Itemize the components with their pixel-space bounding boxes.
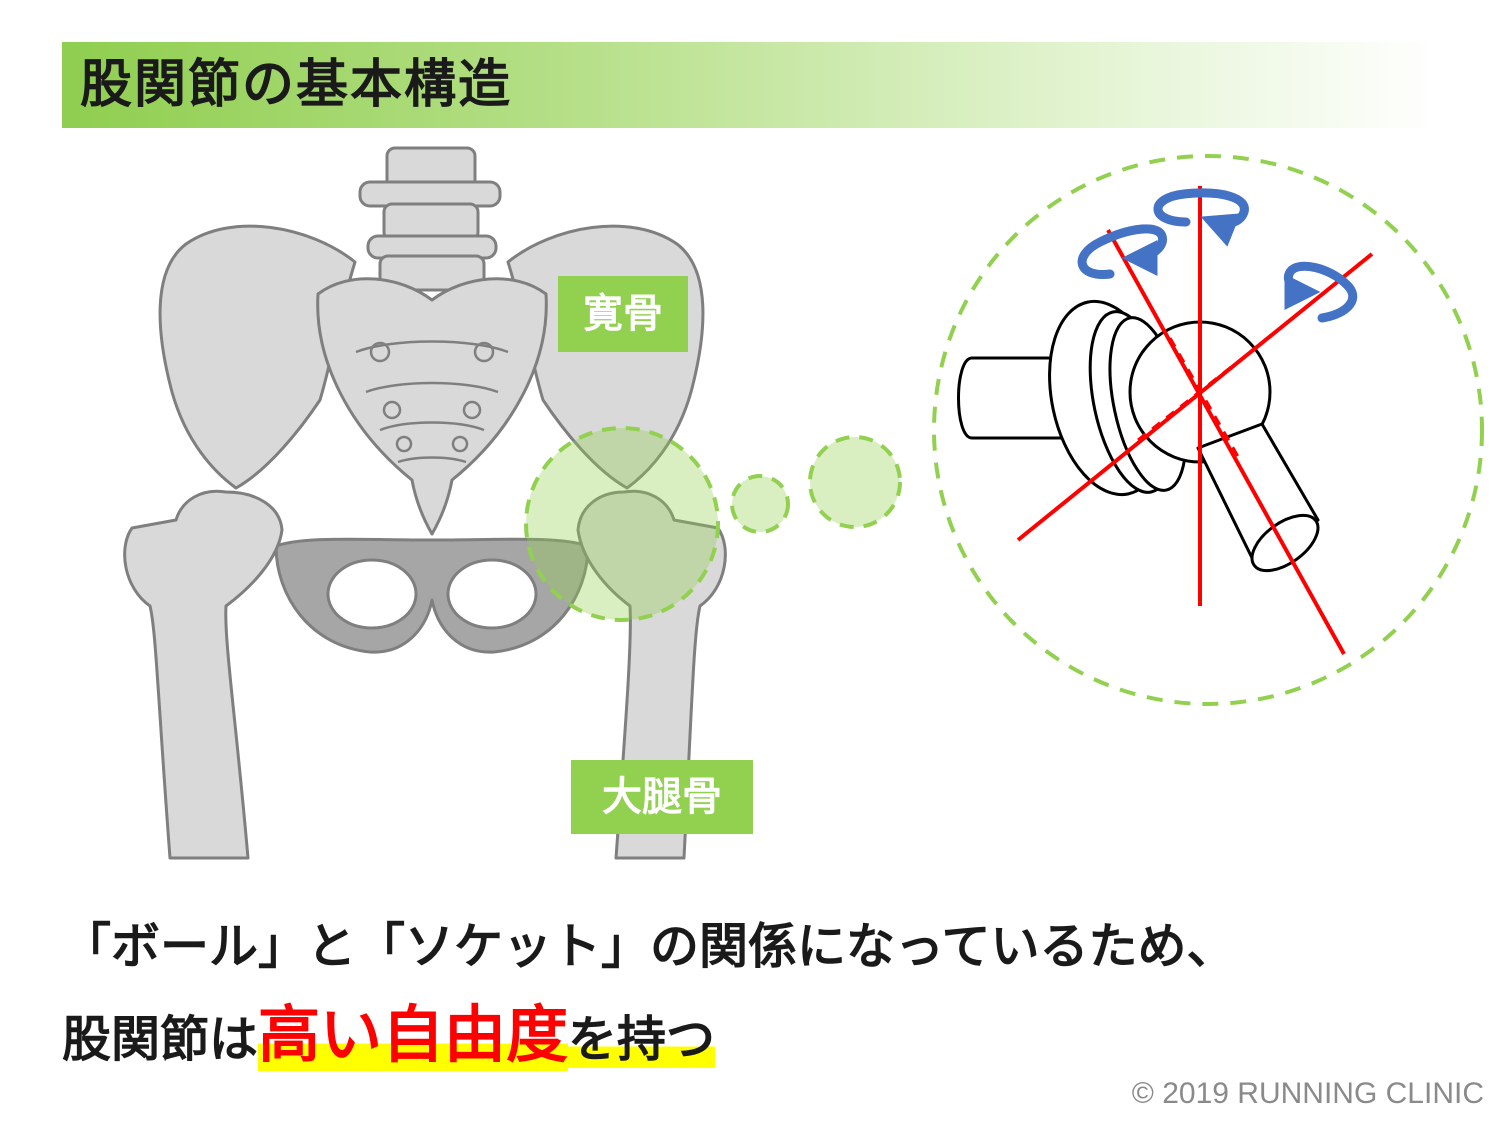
rotation-arrow-right [1284, 261, 1358, 323]
lumbar-spine [358, 146, 502, 292]
left-femur [123, 489, 284, 860]
rotation-arrow-left [1077, 224, 1167, 279]
left-ilium [158, 224, 357, 490]
caption-prefix: 股関節は [62, 1011, 259, 1068]
zoom-bubble-medium [808, 435, 902, 529]
caption-line-2: 股関節は高い自由度を持つ [62, 998, 1062, 1073]
copyright: © 2019 RUNNING CLINIC [1131, 1077, 1484, 1110]
caption-emphasis: 高い自由度 [258, 998, 569, 1071]
zoom-bubble-small [730, 474, 790, 534]
label-hip-bone: 寛骨 [558, 276, 688, 352]
sacrum [316, 277, 548, 536]
hidden-axes [1137, 322, 1259, 470]
page-title: 股関節の基本構造 [80, 55, 513, 115]
caption-line-1: 「ボール」と「ソケット」の関係になっているため、 [62, 918, 1236, 975]
zoom-circle [932, 154, 1484, 706]
hip-joint-highlight [524, 426, 720, 622]
pelvis-skeleton-illustration [123, 146, 727, 860]
caption-suffix: を持つ [568, 1011, 716, 1068]
zoom-bubbles [524, 426, 902, 622]
label-femur: 大腿骨 [571, 760, 753, 834]
rotation-arrow-icon [1077, 188, 1358, 323]
ball-and-socket-joint-icon [957, 299, 1320, 573]
rotation-arrow-top [1153, 188, 1249, 247]
title-bar: 股関節の基本構造 [62, 42, 1440, 128]
